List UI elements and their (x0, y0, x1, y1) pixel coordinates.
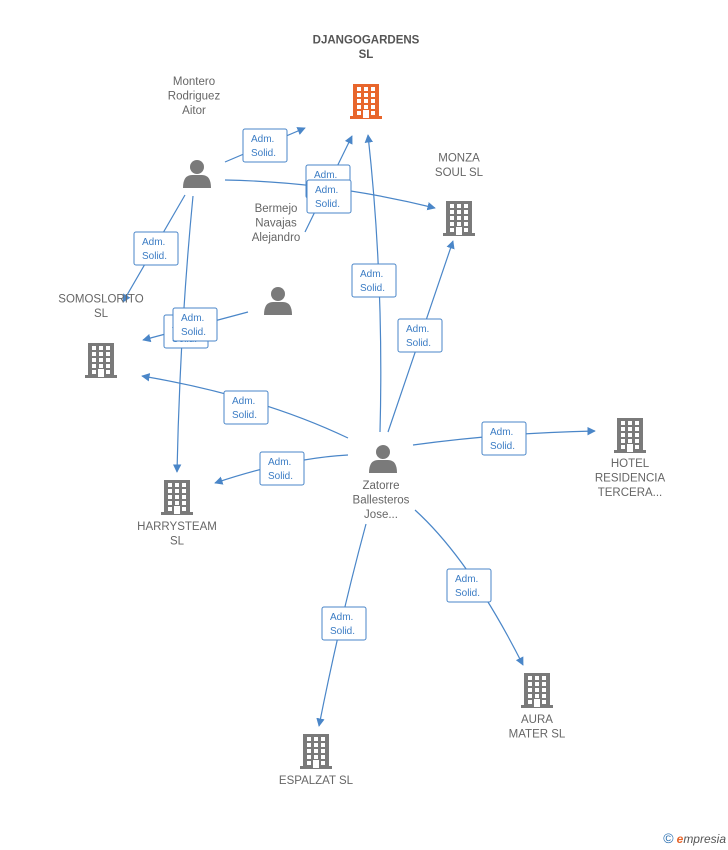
edge-label-text: Adm. (268, 457, 291, 468)
node-label-hotel: RESIDENCIA (595, 473, 666, 485)
node-label-zatorre: Ballesteros (353, 495, 410, 507)
node-label-harrysteam: HARRYSTEAM (137, 521, 217, 533)
footer-brand: ©empresia (663, 830, 726, 846)
edge-labels-layer: Adm. Solid. Adm. Solid. Adm. Solid. Adm. Solid.… (133, 128, 527, 641)
node-aura[interactable]: AURA MATER SL (509, 673, 566, 741)
node-label-hotel: HOTEL (611, 458, 650, 470)
person-icon (264, 287, 292, 315)
edge-label-box (446, 568, 492, 603)
node-espalzat[interactable]: ESPALZAT SL (279, 734, 354, 787)
building-icon (521, 673, 553, 708)
node-label-aura: MATER SL (509, 729, 566, 741)
node-zatorre[interactable]: ZatorreBallesterosJose... (353, 445, 410, 521)
node-monza[interactable]: MONZA SOUL SL (435, 153, 484, 237)
edge-label-box (321, 606, 367, 641)
edge-label-bermejo-to-somoslorito[interactable]: Adm. Solid. (172, 307, 218, 342)
node-label-montero: Aitor (182, 105, 206, 117)
node-label-bermejo: Navajas (255, 218, 297, 230)
node-label-bermejo: Alejandro (252, 232, 301, 244)
edge-label-text: Solid. (142, 251, 167, 262)
node-label-aura: AURA (521, 714, 553, 726)
brand-name: mpresia (683, 832, 726, 846)
building-icon (350, 84, 382, 119)
edge-label-box (223, 390, 269, 425)
edge-label-zatorre-to-hotel[interactable]: Adm. Solid. (481, 421, 527, 456)
node-somoslorito[interactable]: SOMOSLORITO SL (58, 294, 144, 379)
building-icon (85, 343, 117, 378)
node-label-espalzat: ESPALZAT SL (279, 775, 354, 787)
building-icon (614, 418, 646, 453)
edge-label-text: Adm. (142, 237, 165, 248)
node-djangogardens[interactable]: DJANGOGARDENS SL (313, 35, 420, 120)
edge-label-text: Adm. (181, 313, 204, 324)
node-label-djangogardens: SL (359, 49, 374, 61)
edge-label-text: Adm. (330, 612, 353, 623)
building-icon (300, 734, 332, 769)
edge-label-zatorre-to-espalzat[interactable]: Adm. Solid. (321, 606, 367, 641)
person-icon (369, 445, 397, 473)
edge-label-text: Solid. (232, 410, 257, 421)
node-label-zatorre: Jose... (364, 509, 398, 521)
edge-label-box (172, 307, 218, 342)
edge-label-text: Adm. (490, 427, 513, 438)
node-label-monza: MONZA (438, 153, 480, 165)
edge-label-box (306, 179, 352, 214)
node-label-djangogardens: DJANGOGARDENS (313, 35, 420, 47)
edge-label-text: Solid. (181, 327, 206, 338)
node-hotel[interactable]: HOTEL RESIDENCIA TERCERA... (595, 418, 666, 499)
edge-label-text: Adm. (251, 134, 274, 145)
edge-label-box (133, 231, 179, 266)
copyright-icon: © (663, 830, 674, 846)
node-label-zatorre: Zatorre (362, 480, 399, 492)
edge-label-text: Adm. (315, 185, 338, 196)
edge-label-text: Solid. (455, 588, 480, 599)
edge-label-text: Adm. (232, 396, 255, 407)
edge-label-text: Solid. (330, 626, 355, 637)
edge-label-montero-to-somoslorito[interactable]: Adm. Solid. (133, 231, 179, 266)
edge-label-zatorre-to-somoslorito[interactable]: Adm. Solid. (223, 390, 269, 425)
edge-label-box (242, 128, 288, 163)
edge-label-zatorre-to-monza[interactable]: Adm. Solid. (397, 318, 443, 353)
edge-label-text: Adm. (406, 324, 429, 335)
edge-label-text: Adm. (455, 574, 478, 585)
node-label-montero: Rodriguez (168, 91, 221, 103)
edge-label-text: Solid. (490, 441, 515, 452)
node-label-monza: SOUL SL (435, 167, 484, 179)
edge-label-text: Adm. (314, 170, 337, 181)
building-icon (161, 480, 193, 515)
edge-label-text: Solid. (315, 199, 340, 210)
edge-label-zatorre-to-aura[interactable]: Adm. Solid. (446, 568, 492, 603)
edge-label-bermejo-to-djangogardens[interactable]: Adm. Solid. (306, 179, 352, 214)
node-label-montero: Montero (173, 76, 215, 88)
nodes-layer: DJANGOGARDENS SL MONZA SOUL SL SOMOSLORITO SL… (58, 35, 665, 788)
edge-label-montero-to-djangogardens[interactable]: Adm. Solid. (242, 128, 288, 163)
node-label-somoslorito: SOMOSLORITO (58, 294, 143, 306)
person-icon (183, 160, 211, 188)
node-label-bermejo: Bermejo (255, 203, 298, 215)
node-harrysteam[interactable]: HARRYSTEAM SL (137, 480, 217, 548)
edge-label-box (259, 451, 305, 486)
edge-label-text: Adm. (360, 269, 383, 280)
edge-label-text: Solid. (268, 471, 293, 482)
edge-label-text: Solid. (251, 148, 276, 159)
node-label-somoslorito: SL (94, 308, 109, 320)
edge-label-text: Solid. (406, 338, 431, 349)
edge-label-box (351, 263, 397, 298)
edge-label-box (397, 318, 443, 353)
node-label-hotel: TERCERA... (598, 487, 663, 499)
edge-label-zatorre-to-djangogardens[interactable]: Adm. Solid. (351, 263, 397, 298)
brand-initial: e (676, 832, 684, 846)
edge-label-zatorre-to-harrysteam[interactable]: Adm. Solid. (259, 451, 305, 486)
edge-label-text: Solid. (360, 283, 385, 294)
node-label-harrysteam: SL (170, 536, 185, 548)
building-icon (443, 201, 475, 236)
edge-label-box (481, 421, 527, 456)
